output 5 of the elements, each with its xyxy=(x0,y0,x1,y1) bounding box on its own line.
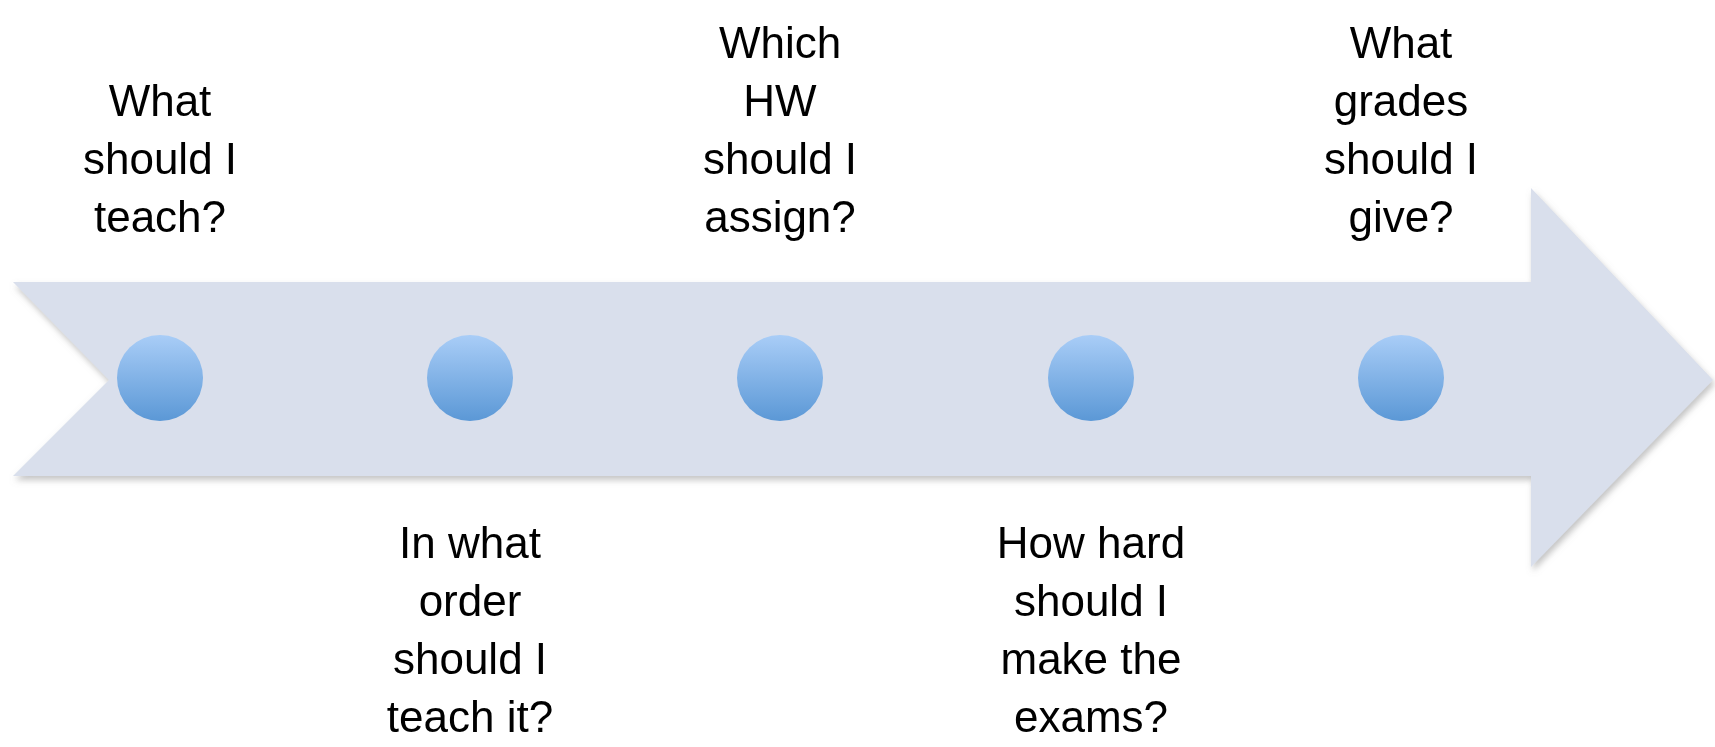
question-text: What grades should I give? xyxy=(1322,17,1480,243)
question-text: Which HW should I assign? xyxy=(701,17,859,243)
question-text: In what order should I teach it? xyxy=(385,517,555,743)
question-text: What should I teach? xyxy=(81,75,239,243)
question-text: How hard should I make the exams? xyxy=(995,517,1187,743)
